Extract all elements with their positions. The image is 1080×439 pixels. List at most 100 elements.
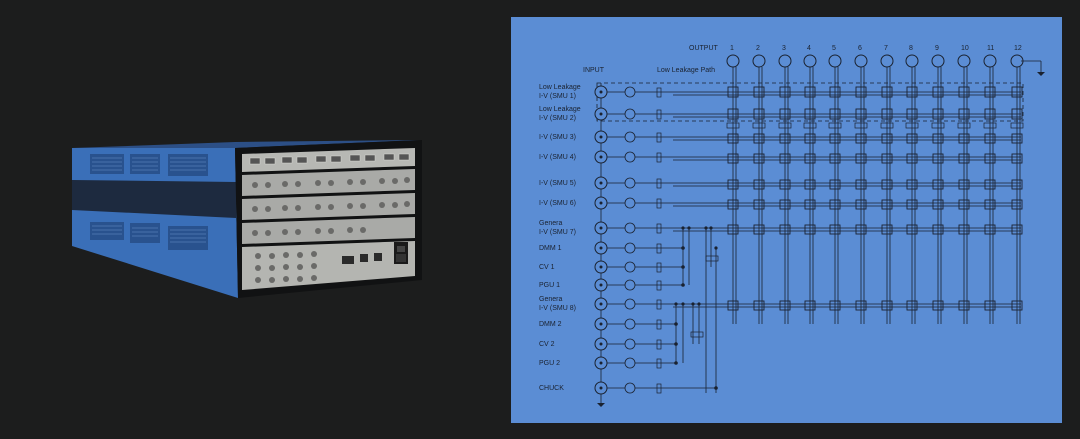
- relay-icon: [779, 199, 791, 210]
- relay-icon: [881, 133, 893, 144]
- input-label-text: I-V (SMU 7): [539, 229, 576, 236]
- relay-icon: [958, 179, 970, 190]
- relay-icon: [753, 224, 765, 235]
- relay-icon: [1011, 199, 1023, 210]
- input-buffer-icon: [624, 242, 636, 254]
- output-number: 5: [832, 45, 836, 52]
- relay-icon: [958, 153, 970, 164]
- output-label: OUTPUT: [689, 45, 719, 52]
- output-connector-icon: [726, 54, 740, 68]
- resistor-icon: [656, 319, 662, 330]
- relay-icon: [727, 224, 739, 235]
- relay-icon: [727, 133, 739, 144]
- output-connector-icon: [828, 54, 842, 68]
- input-label-text: I-V (SMU 6): [539, 200, 576, 207]
- relay-icon: [727, 153, 739, 164]
- relay-icon: [779, 300, 791, 311]
- resistor-icon: [880, 122, 894, 129]
- resistor-icon: [752, 122, 766, 129]
- relay-icon: [779, 179, 791, 190]
- relay-icon: [753, 153, 765, 164]
- relay-icon: [906, 153, 918, 164]
- bus-relay-icon: [705, 255, 719, 262]
- relay-icon: [804, 199, 816, 210]
- low-leakage-path-label: Low Leakage Path: [657, 67, 715, 74]
- resistor-icon: [828, 122, 842, 129]
- resistor-icon: [905, 122, 919, 129]
- bottom-ground-symbol: [597, 403, 605, 407]
- resistor-icon: [931, 122, 945, 129]
- relay-icon: [753, 133, 765, 144]
- relay-icon: [804, 133, 816, 144]
- relay-icon: [829, 199, 841, 210]
- resistor-icon: [656, 339, 662, 350]
- input-label-text: Genera: [539, 296, 562, 303]
- resistor-icon: [656, 132, 662, 143]
- relay-icon: [779, 153, 791, 164]
- relay-icon: [932, 199, 944, 210]
- relay-icon: [932, 133, 944, 144]
- input-buffer-icon: [624, 108, 636, 120]
- relay-icon: [829, 224, 841, 235]
- input-buffer-icon: [624, 86, 636, 98]
- input-label-text: PGU 1: [539, 282, 560, 289]
- relay-icon: [906, 179, 918, 190]
- junction-dot: [714, 386, 718, 390]
- output-number: 10: [961, 45, 969, 52]
- input-label-text: I-V (SMU 3): [539, 134, 576, 141]
- output-number: 2: [756, 45, 760, 52]
- output-connector-icon: [880, 54, 894, 68]
- relay-icon: [881, 199, 893, 210]
- input-buffer-icon: [624, 151, 636, 163]
- input-buffer-icon: [624, 222, 636, 234]
- relay-icon: [881, 224, 893, 235]
- relay-icon: [804, 153, 816, 164]
- resistor-icon: [656, 383, 662, 394]
- input-label-text: PGU 2: [539, 360, 560, 367]
- resistor-icon: [726, 122, 740, 129]
- relay-icon: [1011, 153, 1023, 164]
- output-number: 11: [987, 45, 994, 52]
- input-buffer-icon: [624, 197, 636, 209]
- resistor-icon: [656, 243, 662, 254]
- relay-icon: [779, 133, 791, 144]
- relay-icon: [804, 179, 816, 190]
- relay-icon: [958, 300, 970, 311]
- output-number: 4: [807, 45, 811, 52]
- resistor-icon: [803, 122, 817, 129]
- input-buffer-icon: [624, 318, 636, 330]
- relay-icon: [829, 300, 841, 311]
- relay-icon: [932, 224, 944, 235]
- input-label-text: CV 1: [539, 264, 555, 271]
- junction-dot: [681, 283, 685, 287]
- input-buffer-icon: [624, 338, 636, 350]
- relay-icon: [753, 199, 765, 210]
- relay-icon: [881, 153, 893, 164]
- resistor-icon: [656, 109, 662, 120]
- relay-icon: [881, 300, 893, 311]
- relay-icon: [727, 179, 739, 190]
- relay-icon: [1011, 179, 1023, 190]
- input-label-text: I-V (SMU 8): [539, 305, 576, 312]
- output-number: 3: [782, 45, 786, 52]
- input-label: INPUT: [583, 67, 605, 74]
- relay-icon: [984, 133, 996, 144]
- resistor-icon: [656, 198, 662, 209]
- junction-dot: [681, 265, 685, 269]
- input-label-text: Genera: [539, 220, 562, 227]
- input-buffer-icon: [624, 131, 636, 143]
- output-connector-icon: [778, 54, 792, 68]
- output-connector-icon: [983, 54, 997, 68]
- relay-icon: [855, 153, 867, 164]
- relay-icon: [906, 199, 918, 210]
- relay-icon: [906, 224, 918, 235]
- relay-icon: [727, 300, 739, 311]
- relay-icon: [958, 224, 970, 235]
- relay-icon: [1011, 300, 1023, 311]
- relay-icon: [984, 179, 996, 190]
- resistor-icon: [983, 122, 997, 129]
- relay-icon: [855, 179, 867, 190]
- output-number: 1: [730, 45, 734, 52]
